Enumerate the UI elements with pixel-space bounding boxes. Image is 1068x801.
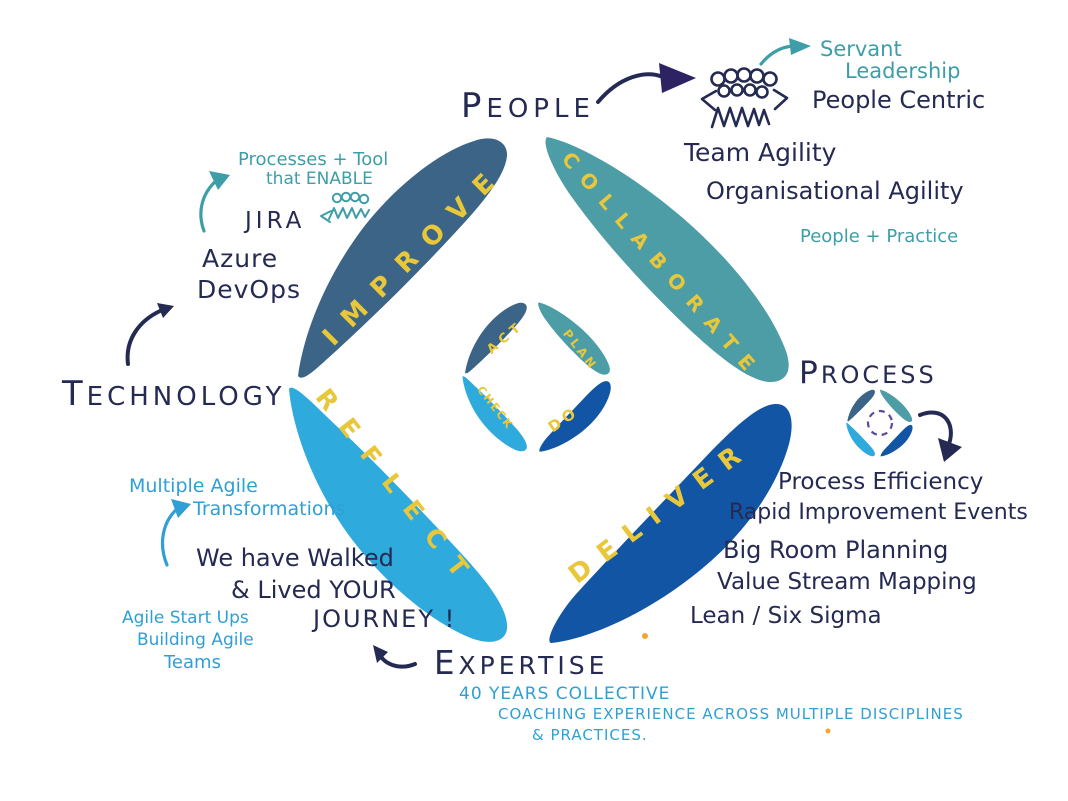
expertise-heading: EXPERTISE [434, 644, 609, 682]
process-hook-arrowhead [938, 438, 962, 462]
technology-arrow [125, 309, 162, 366]
walked-note-line3: JOURNEY ! [313, 605, 457, 633]
startups-note-line3: Teams [164, 652, 221, 673]
orange-speck [825, 728, 831, 734]
crowd-icon [700, 67, 789, 129]
pinwheel-icon [289, 137, 792, 643]
servant-arrow [759, 44, 795, 66]
petal-deliver-shape [549, 403, 792, 643]
process-heading: PROCESS [799, 355, 937, 391]
petal-reflect-shape [289, 387, 508, 642]
people-arrowhead [659, 63, 696, 93]
team-agility-note: Team Agility [684, 138, 837, 167]
process-logo-icon [846, 389, 913, 457]
pdca-pinwheel-icon [462, 302, 611, 452]
tool-azure: Azure [202, 244, 279, 273]
startups-note-line2: Building Agile [137, 630, 254, 650]
enable-arrowhead [209, 171, 230, 190]
expertise-arrow [379, 655, 417, 669]
orange-speck [642, 633, 648, 639]
expertise-arrowhead [373, 645, 388, 663]
transformations-note-line1: Multiple Agile [129, 475, 258, 497]
servant-leadership-line1: Servant [820, 37, 902, 61]
expertise-note-line3: & PRACTICES. [532, 726, 648, 744]
dashed-cycle-icon [866, 409, 894, 437]
transformations-arrowhead [171, 499, 191, 518]
processes-tool-note-line1: Processes + Tool [238, 149, 389, 170]
servant-leadership-line2: Leadership [845, 59, 961, 83]
technology-arrowhead [157, 303, 174, 318]
servant-arrowhead [789, 38, 811, 55]
tool-jira: JIRA [245, 208, 306, 234]
startups-note-line1: Agile Start Ups [122, 608, 249, 628]
transformations-arrow [160, 506, 180, 567]
walked-note-line1: We have Walked [196, 544, 394, 572]
petal-improve-shape [298, 138, 508, 378]
process-hook-arrow [918, 410, 953, 446]
people-heading: PEOPLE [461, 86, 595, 125]
process-item: Process Efficiency [778, 469, 984, 495]
process-item: Rapid Improvement Events [729, 500, 1028, 525]
technology-heading: TECHNOLOGY [62, 374, 286, 413]
people-practice-note: People + Practice [800, 226, 959, 247]
mini-crowd-icon [320, 191, 370, 223]
tool-devops: DevOps [197, 275, 301, 304]
processes-tool-note-line2: that ENABLE [266, 169, 373, 189]
petal-collaborate-shape [545, 137, 789, 383]
process-item: Value Stream Mapping [717, 569, 977, 595]
process-item: Big Room Planning [723, 536, 949, 564]
expertise-note-line2: COACHING EXPERIENCE ACROSS MULTIPLE DISC… [498, 705, 964, 723]
enable-arrow [199, 178, 219, 233]
people-centric-note: People Centric [812, 86, 986, 114]
expertise-note-line1: 40 YEARS COLLECTIVE [459, 684, 671, 704]
transformations-note-line2: Transformations [193, 498, 346, 520]
process-item: Lean / Six Sigma [690, 603, 882, 629]
organisational-agility-note: Organisational Agility [706, 177, 964, 205]
people-arrow [596, 72, 665, 104]
walked-note-line2: & Lived YOUR [231, 576, 396, 604]
